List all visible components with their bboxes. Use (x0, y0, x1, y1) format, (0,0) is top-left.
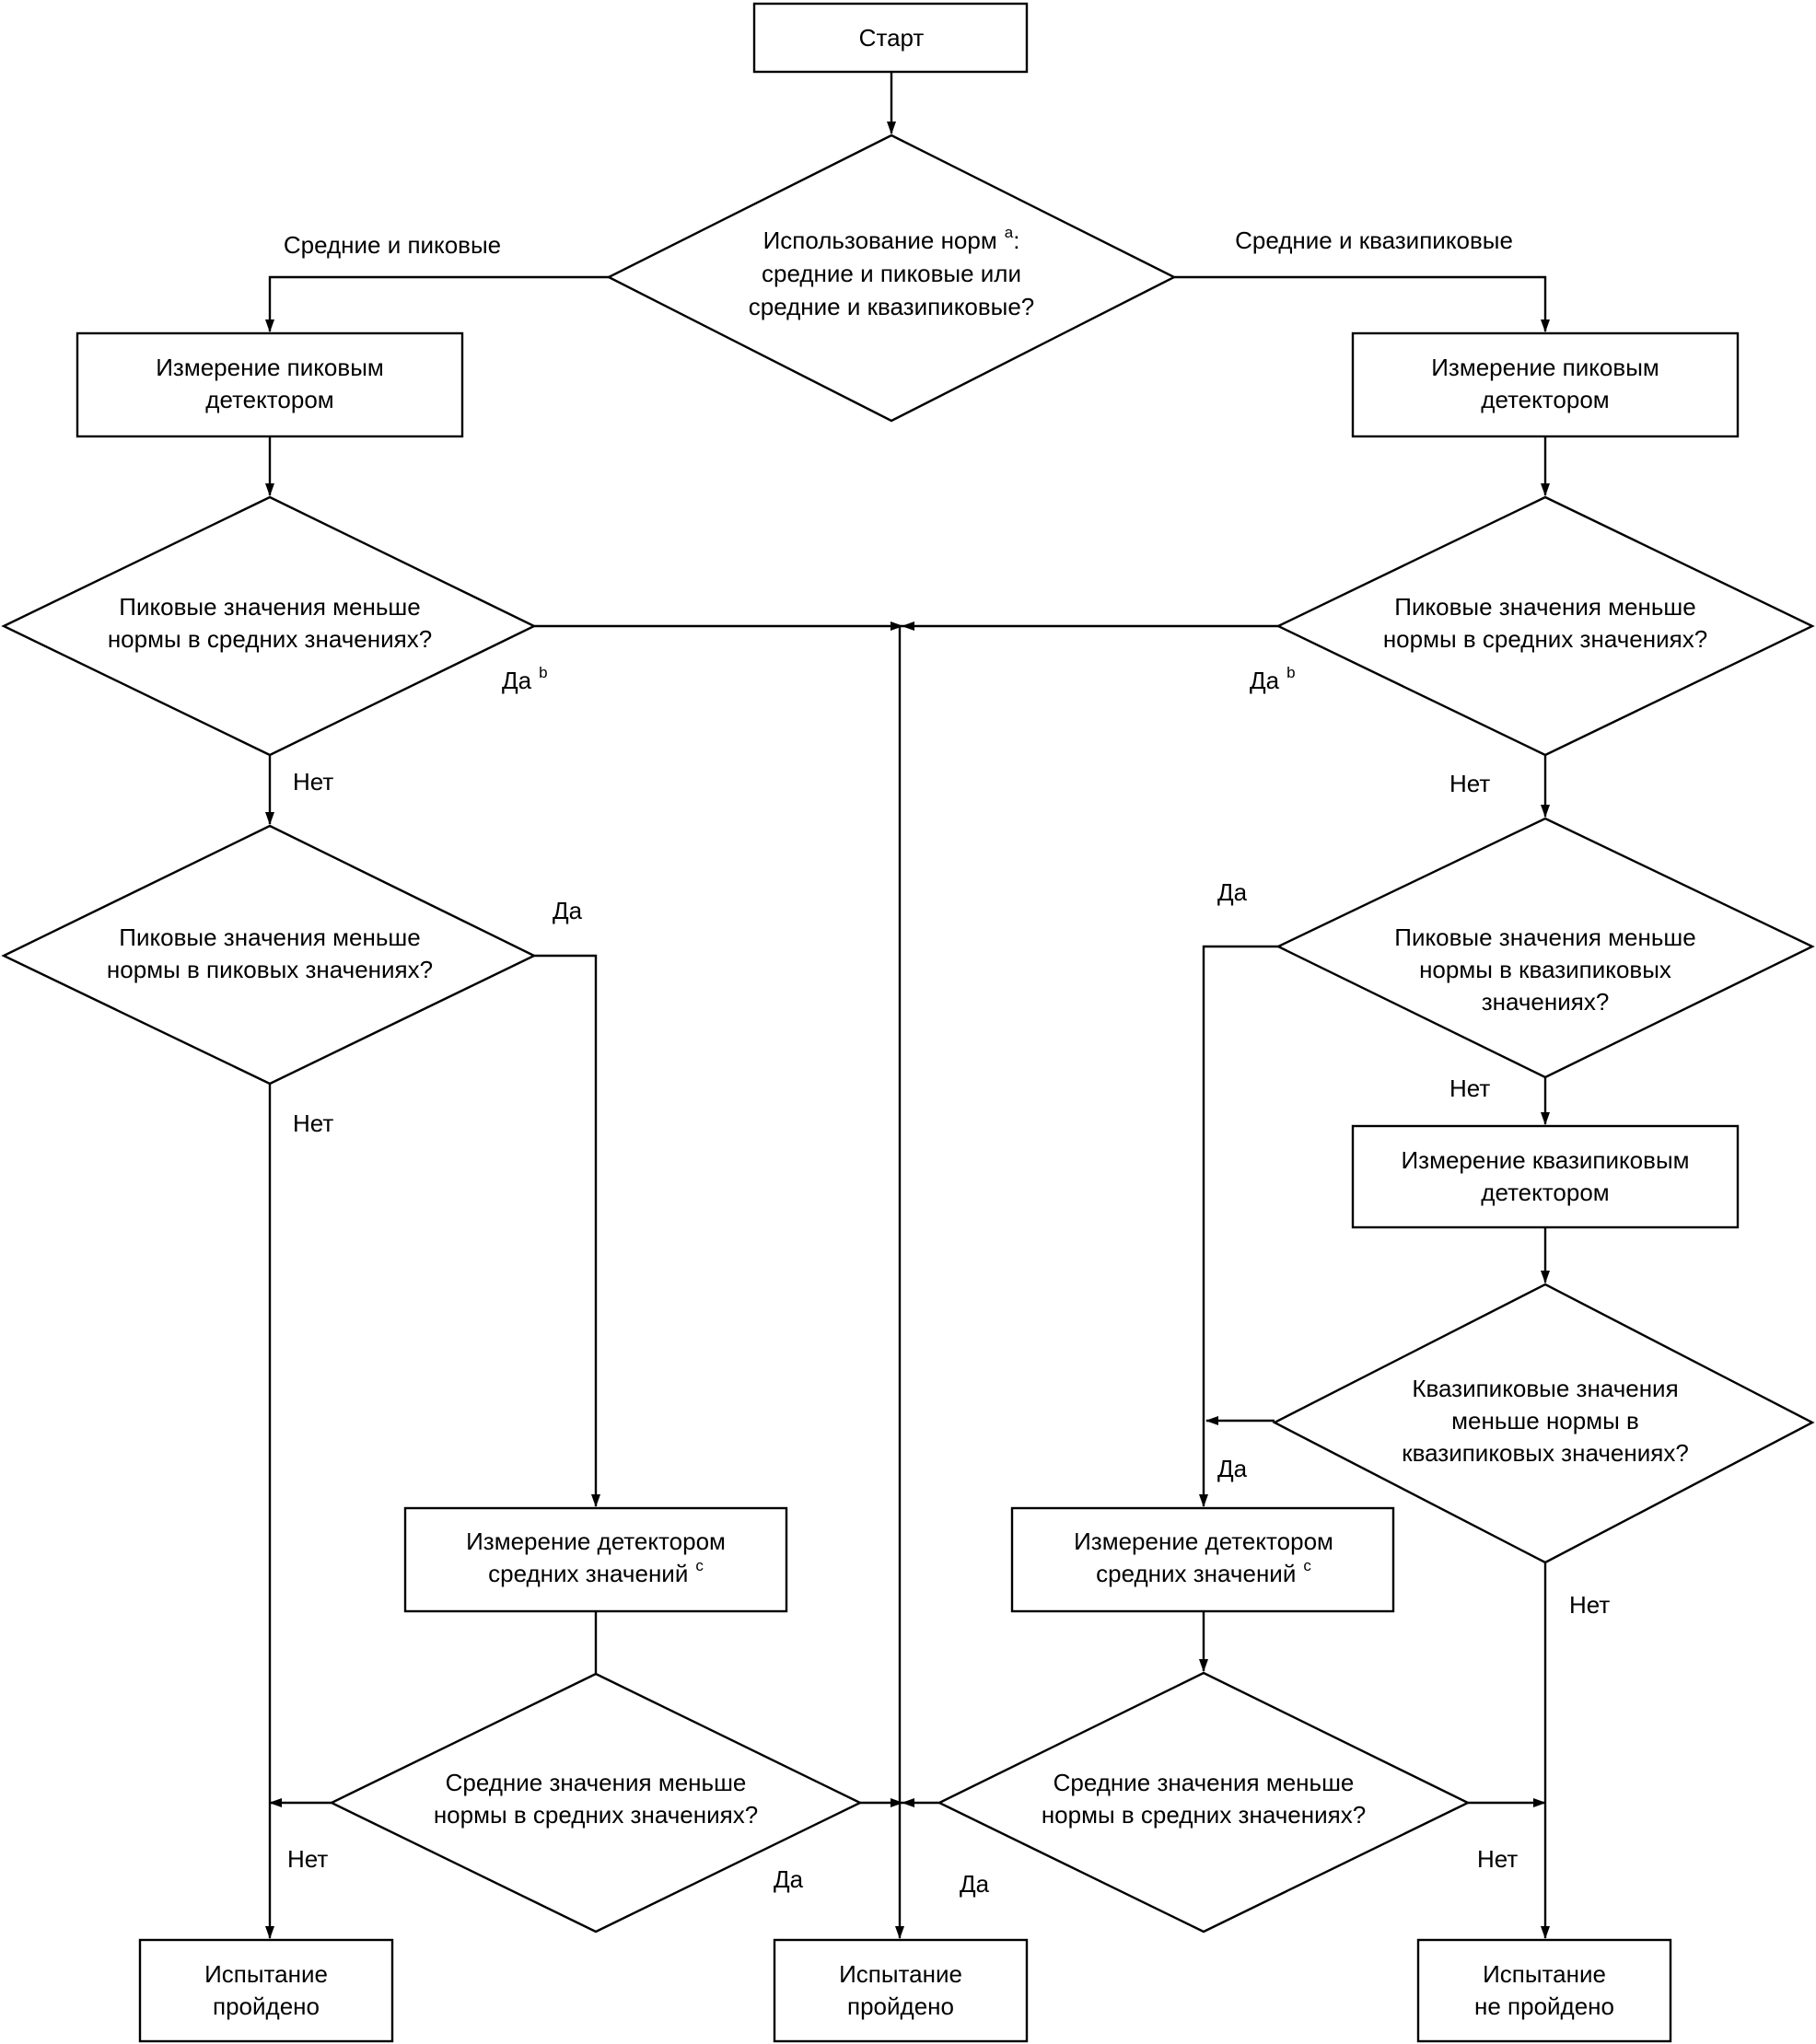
qp-measure-line1: Измерение квазипиковым (1401, 1146, 1689, 1174)
avg-measure-left-line1: Измерение детектором (466, 1527, 726, 1555)
result-pass-left-box (138, 1938, 394, 2043)
edge-label-no-right-1: Нет (1449, 770, 1490, 797)
peak-measure-left-box (76, 331, 464, 438)
edge-label-no-qpqp: Нет (1569, 1591, 1610, 1619)
edge-labels: Средние и пиковые Средние и квазипиковые… (284, 226, 1611, 1898)
decision-norms-diamond (606, 134, 1177, 423)
decision-peak-avg-right-diamond (1275, 495, 1815, 757)
result-fail-line2: не пройдено (1474, 1992, 1614, 2020)
result-pass-center-line2: пройдено (847, 1992, 954, 2020)
decision-avg-right-diamond (937, 1671, 1471, 1934)
decision-peak-avg-right-line1: Пиковые значения меньше (1394, 593, 1695, 621)
decision-norms-line2: средние и пиковые или (762, 260, 1021, 287)
edge-label-avg-and-peak: Средние и пиковые (284, 231, 501, 259)
decision-avg-right-line2: нормы в средних значениях? (1042, 1801, 1366, 1829)
decision-peak-peak-diamond (1, 824, 537, 1086)
peak-measure-left-line1: Измерение пиковым (156, 354, 384, 381)
edge-peakpeak-yes (534, 954, 600, 1507)
result-fail-line1: Испытание (1483, 1960, 1606, 1988)
avg-measure-left-box (403, 1506, 788, 1613)
decision-avg-left-diamond (329, 1672, 863, 1934)
edge-label-no-peakqp: Нет (1449, 1074, 1490, 1102)
edge-label-yes-avg-left: Да (774, 1865, 804, 1893)
connectors (265, 72, 1550, 1939)
decision-peak-qp-line1: Пиковые значения меньше (1394, 923, 1695, 951)
edge-label-avg-and-qp: Средние и квазипиковые (1235, 226, 1513, 254)
decision-peak-avg-left-line1: Пиковые значения меньше (119, 593, 420, 621)
result-pass-left-line1: Испытание (204, 1960, 328, 1988)
decision-peak-qp-line3: значениях? (1482, 988, 1610, 1016)
start-box (752, 2, 1029, 74)
peak-measure-right-line2: детектором (1481, 386, 1609, 413)
edge-label-yes-avg-right: Да (960, 1870, 990, 1898)
qp-measure-line2: детектором (1481, 1179, 1609, 1206)
result-pass-center-line1: Испытание (839, 1960, 962, 1988)
edge-label-no-avg-right: Нет (1477, 1845, 1518, 1873)
decision-qp-qp-diamond (1272, 1283, 1815, 1564)
qp-measure-box (1351, 1124, 1740, 1229)
edge-norms-left (265, 275, 609, 332)
peak-measure-left-line2: детектором (205, 386, 333, 413)
decision-peak-qp-line2: нормы в квазипиковых (1419, 956, 1671, 983)
edge-label-no-left-1: Нет (293, 768, 333, 796)
edge-peakqp-yes (1199, 945, 1278, 1507)
decision-norms-line3: средние и квазипиковые? (749, 293, 1035, 320)
decision-peak-avg-right-line2: нормы в средних значениях? (1383, 625, 1707, 653)
avg-measure-right-line1: Измерение детектором (1074, 1527, 1333, 1555)
decision-peak-avg-left-diamond (1, 495, 537, 757)
edge-label-no-avg-left: Нет (287, 1845, 328, 1873)
avg-measure-right-box (1010, 1506, 1395, 1613)
decision-peak-peak-line2: нормы в пиковых значениях? (107, 956, 433, 983)
decision-peak-avg-left-line2: нормы в средних значениях? (108, 625, 432, 653)
edge-label-yes-peakqp: Да (1217, 878, 1248, 906)
edge-norms-right (1174, 275, 1550, 332)
decision-avg-left-line1: Средние значения меньше (446, 1769, 747, 1796)
decision-qp-qp-line3: квазипиковых значениях? (1402, 1439, 1689, 1467)
edge-label-no-peakpeak: Нет (293, 1109, 333, 1137)
decision-peak-peak-line1: Пиковые значения меньше (119, 923, 420, 951)
decision-avg-left-line2: нормы в средних значениях? (434, 1801, 758, 1829)
edge-label-yes-peakpeak: Да (553, 897, 583, 924)
edge-label-yes-qpqp: Да (1217, 1455, 1248, 1482)
result-pass-center-box (773, 1938, 1029, 2043)
decision-peak-qp-diamond (1275, 817, 1815, 1079)
decision-avg-right-line1: Средние значения меньше (1054, 1769, 1355, 1796)
peak-measure-right-box (1351, 331, 1740, 438)
result-pass-left-line2: пройдено (213, 1992, 320, 2020)
peak-measure-right-line1: Измерение пиковым (1431, 354, 1659, 381)
start-label: Старт (859, 24, 925, 52)
decision-qp-qp-line1: Квазипиковые значения (1412, 1375, 1678, 1402)
decision-qp-qp-line2: меньше нормы в (1451, 1407, 1639, 1434)
result-fail-box (1416, 1938, 1672, 2043)
